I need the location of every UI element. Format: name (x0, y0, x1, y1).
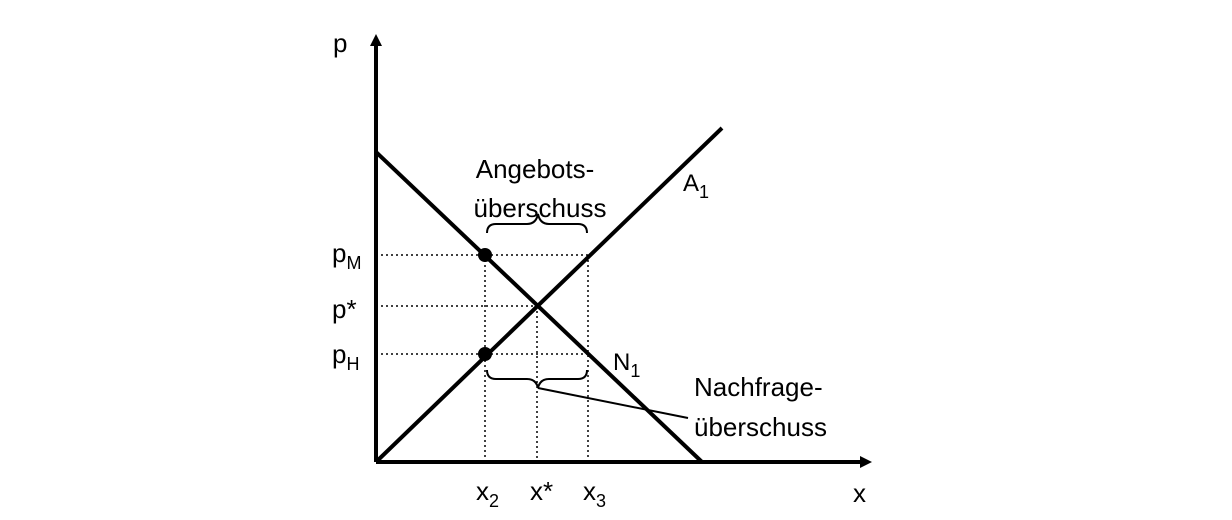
y-tick-pM: pM (332, 238, 361, 273)
excess-supply-label-line1: Angebots- (476, 154, 595, 184)
excess-demand-pointer (537, 387, 689, 419)
y-axis-label: p (333, 28, 347, 58)
y-tick-pH: pH (332, 339, 359, 374)
x-tick-xstar: x* (530, 476, 553, 506)
y-tick-pstar: p* (332, 294, 357, 324)
excess-supply-brace (486, 213, 588, 234)
supply-curve (374, 126, 724, 464)
excess-supply-label-line2: überschuss (474, 193, 607, 223)
excess-demand-label-line2: überschuss (694, 412, 827, 442)
demand-curve-label: N1 (613, 349, 640, 381)
x-axis-label: x (853, 478, 866, 508)
supply-curve-label: A1 (683, 170, 709, 202)
x-tick-x2: x2 (476, 476, 499, 511)
x-tick-x3: x3 (583, 476, 606, 511)
pH-supply-point (478, 347, 492, 361)
pM-demand-point (478, 248, 492, 262)
excess-demand-label-line1: Nachfrage- (694, 372, 823, 402)
